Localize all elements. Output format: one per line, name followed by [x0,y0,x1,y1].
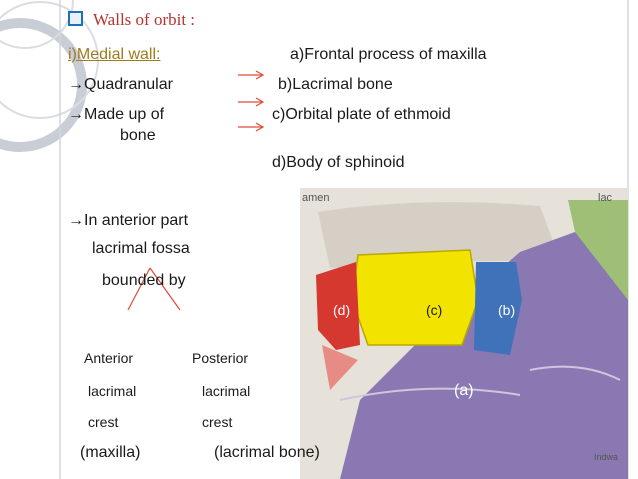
checkbox-bullet-icon [68,11,83,26]
deco-ring [0,18,87,152]
anterior-line1: Anterior [84,350,134,366]
anterior-part-text: →In anterior part [68,212,189,229]
lacrimal-region [474,262,522,355]
figure-fragment-top-right: lac [598,192,613,204]
arrow-head [255,97,265,107]
bone-b: b)Lacrimal bone [278,76,393,93]
frontal-process-fragment [322,345,358,390]
bone-c: c)Orbital plate of ethmoid [272,106,451,123]
deco-circle [0,1,99,119]
medial-wall-heading: i)Medial wall: [68,46,161,63]
lacrimal-fossa-text: lacrimal fossa [92,240,190,257]
posterior-origin: (lacrimal bone) [214,444,320,461]
deco-circle [0,0,74,49]
quadranular-text: →Quadranular [68,76,173,93]
anterior-line2: lacrimal [88,383,137,399]
figure-fragment-bottom-right: Indwa [594,452,619,462]
figure-label-c: (c) [426,302,443,318]
bone-word: bone [120,127,156,144]
bone-a: a)Frontal process of maxilla [290,46,487,63]
posterior-line3: crest [202,414,233,430]
anterior-line3: crest [88,414,119,430]
figure-label-d: (d) [333,302,351,318]
bounded-by-text: bounded by [102,272,186,289]
posterior-line1: Posterior [192,350,249,366]
posterior-line2: lacrimal [202,383,251,399]
arrow-head [255,70,265,80]
maxilla-region [316,262,360,350]
arrow-head [255,122,265,132]
bone-d: d)Body of sphinoid [272,154,405,171]
figure-label-a: (a) [454,382,474,399]
arrow-line [149,267,181,311]
fissure-line [339,387,521,401]
figure-fragment-top-left: amen [302,192,330,204]
slide-title: Walls of orbit : [68,10,195,30]
ethmoid-region [351,249,479,346]
figure-label-b: (b) [498,302,516,318]
made-up-of-text: →Made up of [68,106,165,123]
orbit-roof [318,202,560,268]
slide-title-text: Walls of orbit : [93,10,196,29]
fissure-line [529,365,621,381]
arrow-line [127,267,151,311]
sphenoid-region [340,232,628,479]
anterior-origin: (maxilla) [80,444,141,461]
